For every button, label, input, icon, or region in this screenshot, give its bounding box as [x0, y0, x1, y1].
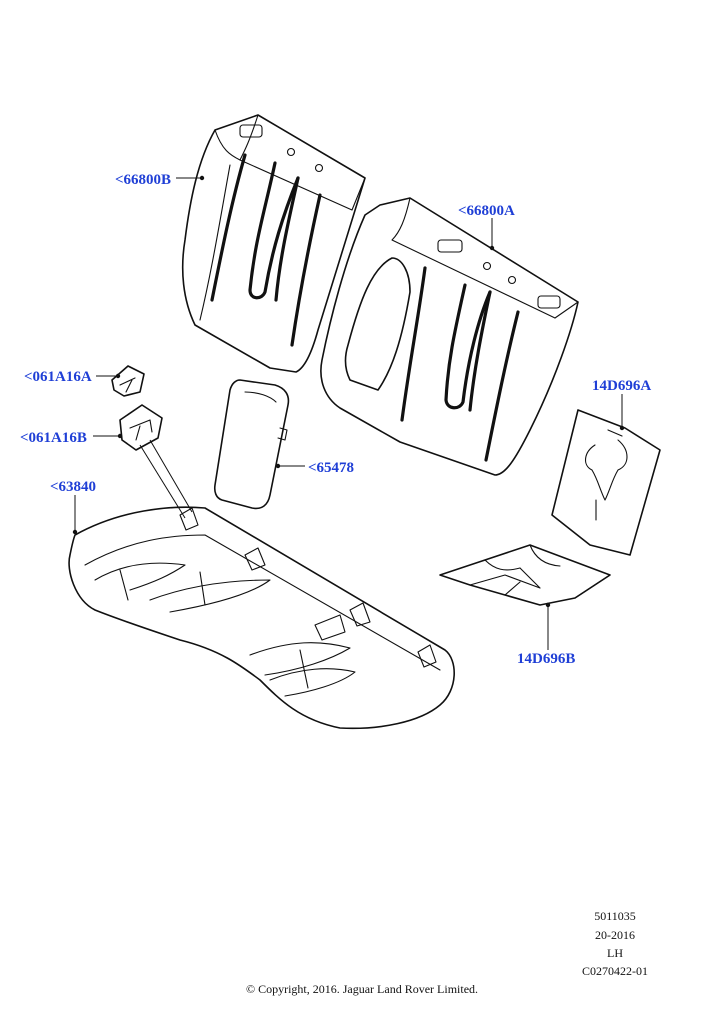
callout-061a16b: <061A16B [20, 430, 87, 446]
seat-back-foam-right [320, 197, 579, 476]
clip-061a16b [119, 404, 163, 451]
callout-14d696b: 14D696B [517, 651, 576, 667]
copyright-notice: © Copyright, 2016. Jaguar Land Rover Lim… [245, 982, 479, 996]
callout-63840: <63840 [50, 479, 97, 495]
armrest-pad-65478 [213, 379, 290, 510]
clip-061a16a [111, 365, 145, 397]
callout-061a16a: <061A16A [24, 369, 92, 385]
callout-66800b: <66800B [115, 172, 172, 188]
meta-line-3: LH [607, 946, 623, 960]
callout-65478: <65478 [308, 460, 355, 476]
callout-14d696a: 14D696A [592, 378, 652, 394]
heater-pad-14d696b [439, 544, 611, 606]
seat-back-foam-left [181, 114, 366, 373]
meta-line-4: C0270422-01 [582, 964, 648, 978]
seat-cushion-foam-63840 [68, 506, 455, 730]
meta-line-2: 20-2016 [595, 928, 635, 942]
leader-lines [72, 175, 625, 650]
heater-pad-14d696a [551, 409, 661, 556]
callout-66800a: <66800A [458, 203, 515, 219]
meta-line-1: 5011035 [594, 909, 636, 923]
